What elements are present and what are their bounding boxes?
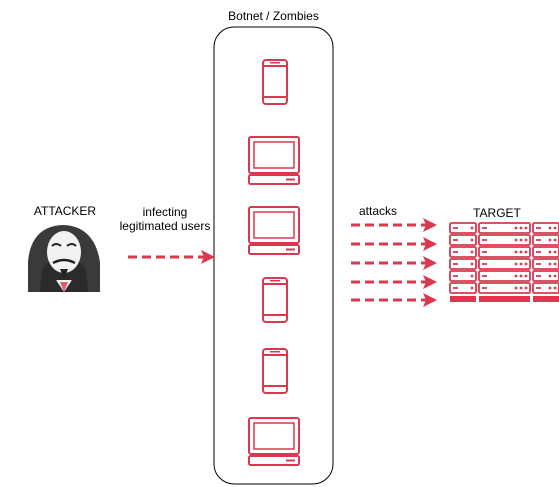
attacker-title: ATTACKER <box>33 204 97 218</box>
anonymous-hacker-icon <box>28 225 100 292</box>
phone-icon <box>262 348 288 394</box>
attack-arrow <box>351 218 437 232</box>
attack-arrow <box>351 275 437 289</box>
target-title: TARGET <box>473 206 521 220</box>
attack-arrow <box>351 237 437 251</box>
laptop-icon <box>248 136 300 185</box>
attack-arrow <box>351 256 437 270</box>
attack-arrow <box>351 293 437 307</box>
attack-arrows <box>351 218 437 307</box>
infect-arrow <box>128 250 215 264</box>
server-rack-icon <box>449 222 559 302</box>
phone-icon <box>262 277 288 323</box>
server-column <box>532 222 559 302</box>
server-column <box>449 222 477 302</box>
phone-icon <box>262 59 288 105</box>
server-column <box>478 222 531 302</box>
infect-label-line2: legitimated users <box>119 219 211 233</box>
infect-label-line1: infecting <box>142 205 188 219</box>
botnet-devices <box>248 59 300 466</box>
laptop-icon <box>248 206 300 255</box>
attacks-label: attacks <box>358 204 397 218</box>
botnet-container <box>213 26 334 485</box>
laptop-icon <box>248 417 300 466</box>
botnet-title: Botnet / Zombies <box>228 9 319 23</box>
